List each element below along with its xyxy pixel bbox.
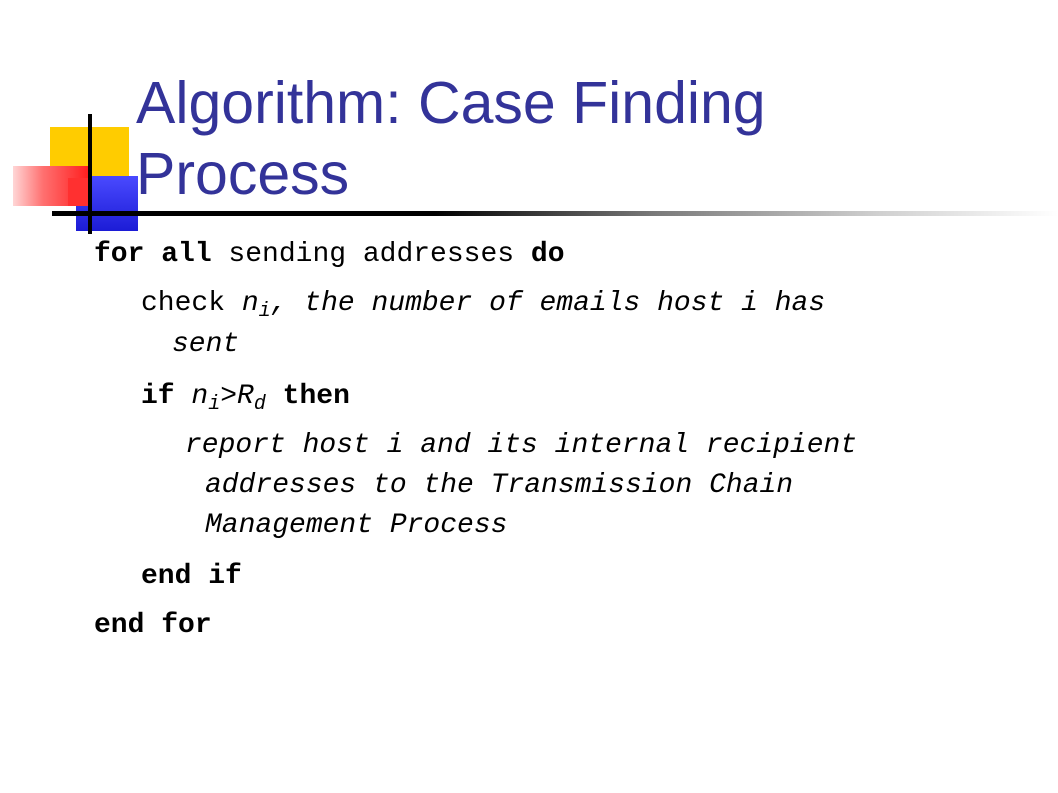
- keyword-for-all: for all: [94, 239, 212, 270]
- var-n-if: n: [191, 381, 209, 412]
- line-end-if: end if: [141, 561, 242, 592]
- subscript-d: d: [253, 393, 266, 416]
- line-check-cont: sent: [172, 329, 240, 360]
- logo-vertical-line: [88, 114, 92, 234]
- keyword-do: do: [530, 239, 565, 270]
- for-condition: sending addresses: [211, 239, 531, 270]
- subscript-i-if: i: [208, 393, 221, 416]
- line-report-1: report host i and its internal recipient: [185, 430, 858, 461]
- check-description: , the number of emails host i has: [270, 288, 826, 319]
- line-if: if ni>Rd then: [141, 377, 350, 425]
- subscript-i: i: [258, 300, 271, 323]
- compare-r: >R: [220, 381, 254, 412]
- line-report-2: addresses to the Transmission Chain: [205, 470, 794, 501]
- logo-red-square: [68, 178, 90, 206]
- title-line-1: Algorithm: Case Finding: [136, 70, 766, 136]
- line-report-3: Management Process: [205, 510, 508, 541]
- line-for: for all sending addresses do: [94, 235, 565, 275]
- title-line-2: Process: [136, 141, 350, 207]
- keyword-if: if: [141, 381, 192, 412]
- keyword-then: then: [265, 381, 350, 412]
- var-n: n: [241, 288, 259, 319]
- line-check: check ni, the number of emails host i ha…: [141, 284, 825, 332]
- check-word: check: [141, 288, 242, 319]
- line-end-for: end for: [94, 610, 212, 641]
- title-underline-rule: [52, 211, 1058, 216]
